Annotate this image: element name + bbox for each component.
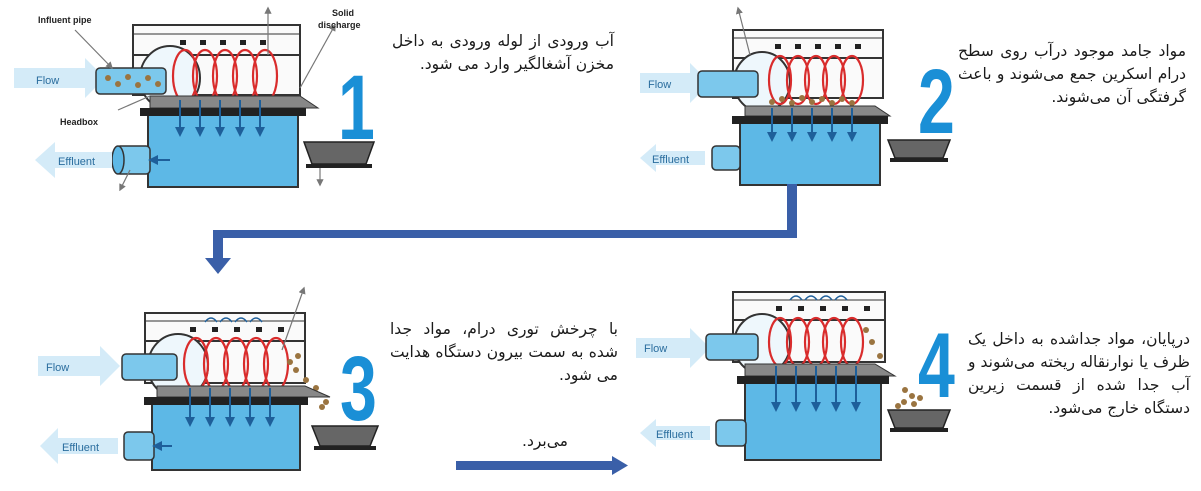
effluent-arrow	[40, 428, 118, 464]
collection-tank	[147, 111, 299, 188]
flow-label: Flow	[36, 75, 59, 87]
bottom-arrow	[456, 456, 628, 475]
solid-discharge-label-line1: Solid	[332, 8, 354, 18]
effluent-arrow	[640, 419, 710, 447]
step-number-4: 4	[918, 315, 955, 417]
flow-label: Flow	[644, 343, 667, 355]
solid-discharge-label-line2: discharge	[318, 20, 361, 30]
influent-pipe-label: Influent pipe	[38, 15, 92, 25]
step-number-3: 3	[340, 338, 377, 440]
effluent-label: Effluent	[652, 154, 689, 166]
effluent-label: Effluent	[656, 429, 693, 441]
step-3-description: با چرخش توری درام، مواد جدا شده به سمت ب…	[390, 320, 618, 384]
stage-2-machine: Flow Effluent	[640, 6, 952, 186]
stage-3-machine: Flow Effluent	[38, 286, 380, 471]
discharge-tray	[149, 95, 320, 109]
bottom-caption: می‌برد.	[522, 432, 568, 450]
flow-arrow	[38, 346, 120, 386]
process-connector	[205, 184, 797, 274]
step-1-description: آب ورودی از لوله ورودی به داخل مخزن آشغا…	[392, 32, 614, 73]
step-number-2: 2	[918, 51, 955, 153]
step-2-description: مواد جامد موجود درآب روی سطح درام اسکرین…	[958, 42, 1186, 106]
stage-1-machine: Flow	[14, 6, 376, 192]
step-number-1: 1	[338, 57, 375, 159]
stage-4-machine: Flow Effluent	[636, 291, 952, 461]
effluent-arrow	[35, 142, 112, 178]
headbox-label: Headbox	[60, 117, 98, 127]
flow-arrow	[14, 58, 105, 98]
flow-arrow	[640, 63, 710, 103]
influent-pipe	[95, 67, 167, 95]
step-4-description: درپایان، مواد جداشده به داخل یک ظرف یا ن…	[968, 330, 1190, 417]
flow-label: Flow	[46, 362, 69, 374]
effluent-label: Effluent	[62, 442, 99, 454]
flow-arrow	[636, 328, 710, 368]
flow-label: Flow	[648, 79, 671, 91]
effluent-label: Effluent	[58, 156, 95, 168]
effluent-arrow	[640, 144, 705, 172]
